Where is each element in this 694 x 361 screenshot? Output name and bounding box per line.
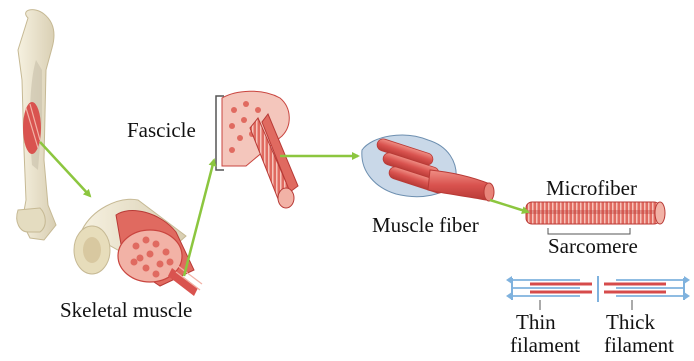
sarcomere-filaments-icon	[506, 276, 690, 310]
label-muscle-fiber: Muscle fiber	[372, 215, 479, 236]
label-skeletal-muscle: Skeletal muscle	[60, 300, 192, 321]
fascicle-icon	[222, 91, 298, 208]
label-thin-filament: filament	[510, 335, 580, 356]
arrow-muscle-to-fascicle	[184, 160, 214, 276]
label-thick: Thick	[606, 312, 655, 333]
skeletal-muscle-section-icon	[74, 199, 202, 296]
microfiber-icon	[526, 202, 665, 224]
label-thin: Thin	[516, 312, 556, 333]
label-sarcomere: Sarcomere	[548, 236, 638, 257]
arrow-fiber-to-microfiber	[490, 200, 528, 212]
leg-anatomy-icon	[17, 10, 56, 240]
arrow-leg-to-muscle	[40, 142, 90, 196]
label-microfiber: Microfiber	[546, 178, 637, 199]
muscle-fiber-icon	[362, 135, 494, 201]
label-fascicle: Fascicle	[127, 120, 196, 141]
label-thick-filament: filament	[604, 335, 674, 356]
